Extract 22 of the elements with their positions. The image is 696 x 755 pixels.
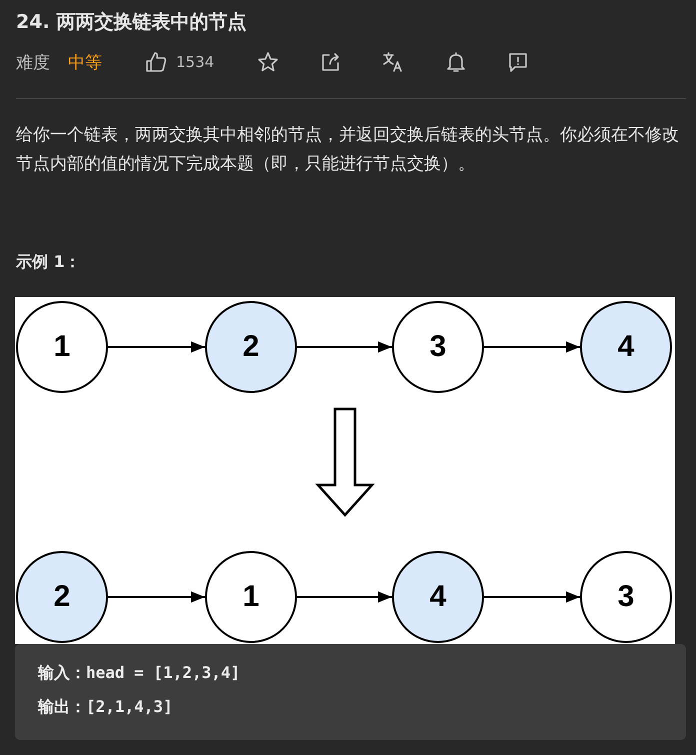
list-node: 4 [392, 551, 484, 643]
arrow [484, 341, 580, 353]
difficulty-value: 中等 [68, 52, 102, 74]
output-line: 输出：[2,1,4,3] [38, 697, 173, 718]
list-node: 1 [205, 551, 297, 643]
arrow [108, 341, 205, 353]
list-node: 4 [580, 301, 672, 393]
problem-description: 给你一个链表，两两交换其中相邻的节点，并返回交换后链表的头节点。你必须在不修改节点内部的值的情况下完成本题（即，只能进行节点交换）。 [16, 124, 680, 176]
title: 24. 两两交换链表中的节点 [16, 10, 246, 35]
arrow [297, 591, 392, 603]
list-node: 2 [205, 301, 297, 393]
list-node: 3 [392, 301, 484, 393]
input-line: 输入：head = [1,2,3,4] [38, 663, 240, 684]
list-node: 2 [16, 551, 108, 643]
list-node: 1 [16, 301, 108, 393]
example-heading: 示例 1： [16, 252, 81, 273]
list-node: 3 [580, 551, 672, 643]
difficulty-label: 难度 [16, 52, 50, 74]
like-count: 1534 [176, 53, 214, 71]
arrow [297, 341, 392, 353]
arrow [484, 591, 580, 603]
arrow [108, 591, 205, 603]
